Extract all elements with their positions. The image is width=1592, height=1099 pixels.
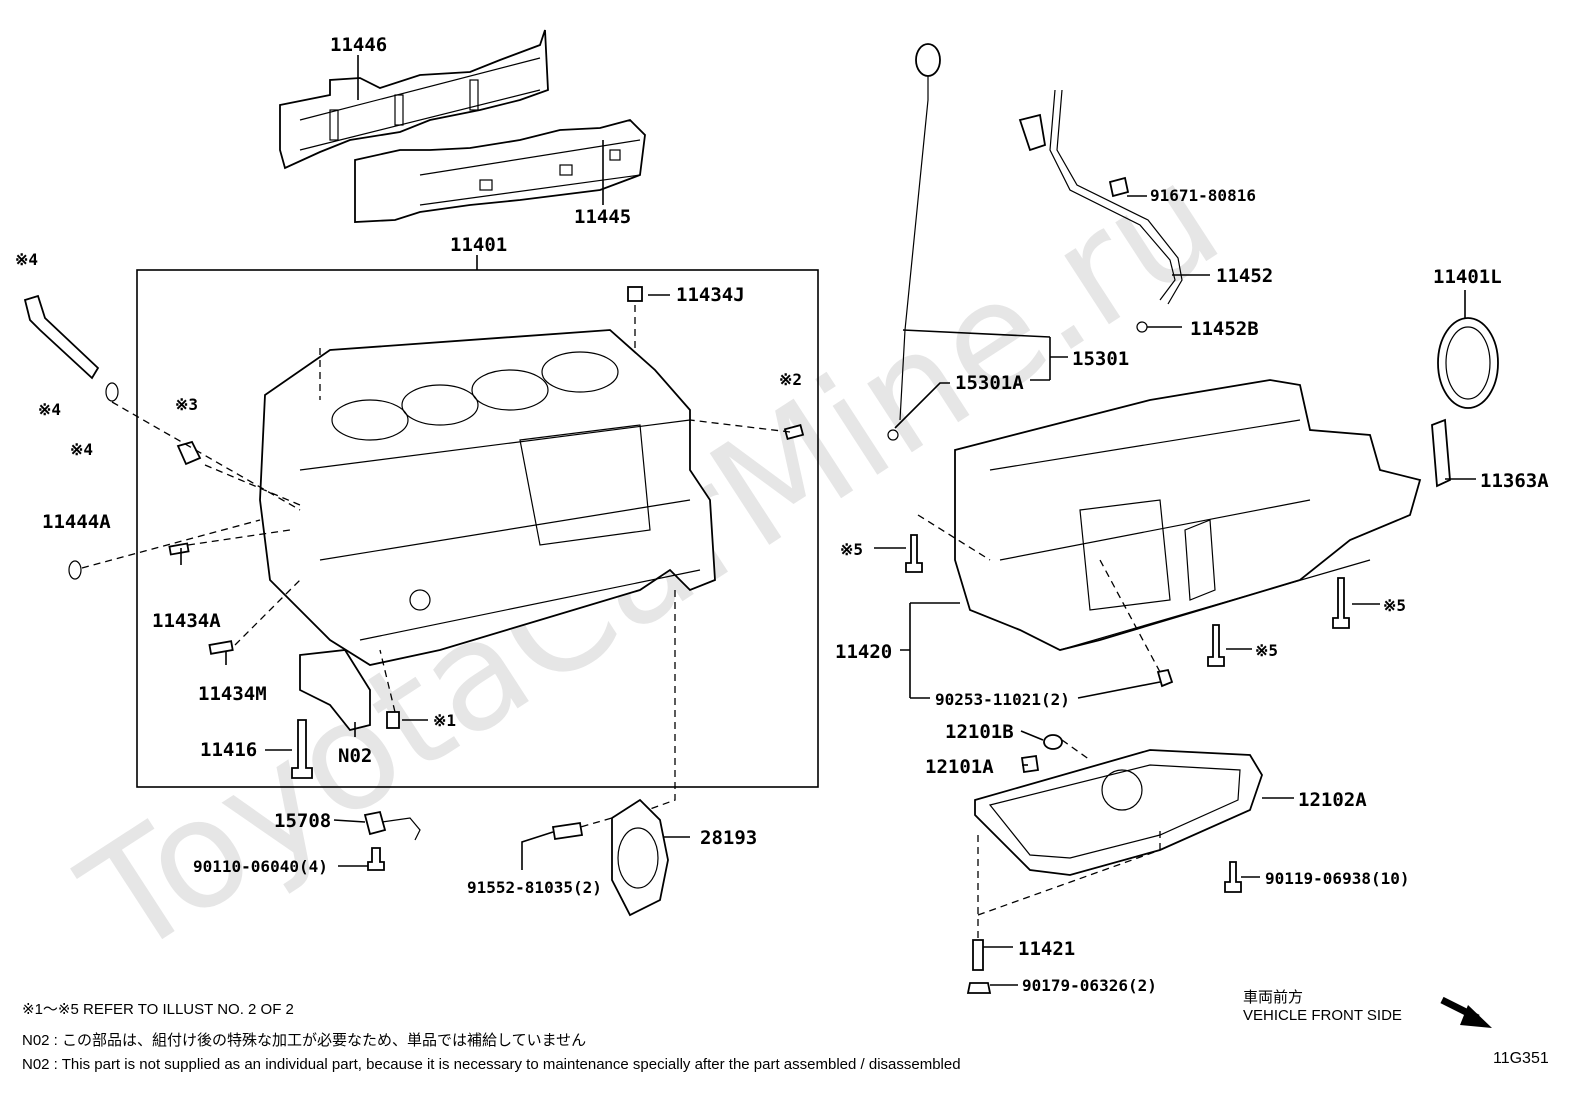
oil-pan-lower-12102A xyxy=(974,749,1263,876)
illustration-code: 11G351 xyxy=(1493,1050,1549,1067)
label-N02: N02 xyxy=(338,745,372,767)
bolt-ref5-b xyxy=(1332,577,1350,629)
plug-11434J xyxy=(627,286,643,302)
cylinder-block xyxy=(259,329,716,666)
label-91671: 91671-80816 xyxy=(1150,186,1256,205)
label-12101A: 12101A xyxy=(925,756,994,778)
pin-11434A xyxy=(168,542,190,556)
nut-90179 xyxy=(966,982,992,994)
label-11421: 11421 xyxy=(1018,938,1075,960)
bolt-ref5-c xyxy=(1207,624,1225,667)
label-15301: 15301 xyxy=(1072,348,1129,370)
plate-11363A xyxy=(1431,418,1451,488)
leader-lines xyxy=(180,55,1476,986)
n02-note-en: N02 : This part is not supplied as an in… xyxy=(22,1056,961,1073)
label-11416: 11416 xyxy=(200,739,257,761)
label-11446: 11446 xyxy=(330,34,387,56)
label-11444A: 11444A xyxy=(42,511,111,533)
label-91552: 91552-81035(2) xyxy=(467,878,602,897)
bearing-cap-n02 xyxy=(299,649,371,732)
dipstick-15301A xyxy=(887,43,941,441)
o-ring-ref4 xyxy=(105,382,119,402)
label-90119: 90119-06938(10) xyxy=(1265,869,1410,888)
pin-11434M xyxy=(208,640,234,655)
label-11445: 11445 xyxy=(574,206,631,228)
plug-ref3 xyxy=(176,440,202,466)
label-28193: 28193 xyxy=(700,827,757,849)
label-ref5-a: ※5 xyxy=(840,540,863,559)
label-90110: 90110-06040(4) xyxy=(193,857,328,876)
label-15301A: 15301A xyxy=(955,372,1024,394)
arrow-icon xyxy=(1440,996,1492,1028)
o-ring-11444A xyxy=(68,560,82,580)
bolt-91552 xyxy=(551,821,584,841)
label-ref5-b: ※5 xyxy=(1383,596,1406,615)
label-90253: 90253-11021(2) xyxy=(935,690,1070,709)
front-side-jp: 車両前方 xyxy=(1243,989,1304,1006)
washer-12101B xyxy=(1043,734,1063,750)
label-11401L: 11401L xyxy=(1433,266,1502,288)
label-11420: 11420 xyxy=(835,641,892,663)
label-11452: 11452 xyxy=(1216,265,1273,287)
pin-ref2 xyxy=(783,423,805,441)
part-labels: 11446 11445 11401 11434J ※2 ※3 ※4 ※4 ※4 … xyxy=(15,34,1549,995)
label-ref4-top: ※4 xyxy=(15,250,38,269)
label-ref3: ※3 xyxy=(175,395,198,414)
sensor-15708 xyxy=(363,810,387,836)
bolt-90119 xyxy=(1224,861,1242,893)
label-12101B: 12101B xyxy=(945,721,1014,743)
label-ref1: ※1 xyxy=(433,711,456,730)
oil-pan-upper-11420 xyxy=(954,379,1422,651)
refer-note: ※1～※5 REFER TO ILLUST NO. 2 OF 2 xyxy=(22,1001,294,1018)
bolt-ref5-a xyxy=(905,534,923,573)
label-11452B: 11452B xyxy=(1190,318,1259,340)
label-ref2: ※2 xyxy=(779,370,802,389)
label-11434A: 11434A xyxy=(152,610,221,632)
gasket-11446 xyxy=(279,29,549,170)
bolt-90110 xyxy=(367,847,385,871)
label-12102A: 12102A xyxy=(1298,789,1367,811)
label-ref4-bot: ※4 xyxy=(70,440,93,459)
label-11434J: 11434J xyxy=(676,284,745,306)
label-11434M: 11434M xyxy=(198,683,267,705)
front-side-en: VEHICLE FRONT SIDE xyxy=(1243,1007,1402,1024)
label-ref5-c: ※5 xyxy=(1255,641,1278,660)
gasket-28193 xyxy=(611,798,669,917)
label-11401: 11401 xyxy=(450,234,507,256)
pin-ref1 xyxy=(386,711,400,729)
label-15708: 15708 xyxy=(274,810,331,832)
sensor-ref4 xyxy=(23,294,100,380)
drain-plug-12101A xyxy=(1020,754,1040,774)
label-90179: 90179-06326(2) xyxy=(1022,976,1157,995)
label-11363A: 11363A xyxy=(1480,470,1549,492)
plug-90253 xyxy=(1156,668,1174,688)
bolt-11416 xyxy=(291,719,313,779)
n02-note-jp: N02 : この部品は、組付け後の特殊な加工が必要なため、単品では補給していませ… xyxy=(22,1032,587,1049)
oil-seal-11401L xyxy=(1437,317,1499,409)
dipstick-guide-11452 xyxy=(1018,89,1183,333)
label-ref4-mid: ※4 xyxy=(38,400,61,419)
stud-11421 xyxy=(972,939,984,971)
